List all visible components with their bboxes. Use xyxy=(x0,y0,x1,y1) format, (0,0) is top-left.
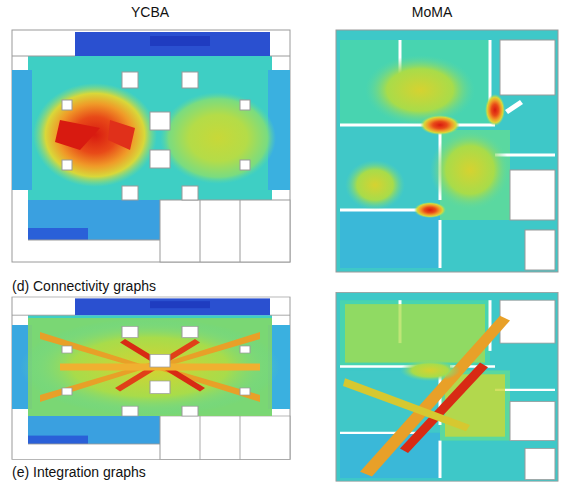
heatmap-shape xyxy=(55,120,100,150)
heatmap-shape xyxy=(336,292,558,481)
heatmap-shape xyxy=(12,297,290,459)
heatmap-shape xyxy=(430,130,510,210)
heatmap-shape xyxy=(336,30,558,272)
heatmap-shape xyxy=(505,100,523,114)
heatmap-shape xyxy=(414,202,446,218)
heatmap-shape xyxy=(345,160,405,210)
column-title: MoMA xyxy=(412,4,452,21)
heatmap-shape xyxy=(12,30,290,262)
heatmap-shape xyxy=(336,30,558,272)
heatmap-shape xyxy=(365,55,475,125)
heatmap-shape xyxy=(12,297,290,459)
heatmap-shape xyxy=(400,359,460,381)
row-caption: (e) Integration graphs xyxy=(12,464,146,481)
heatmap-shape xyxy=(336,292,558,481)
heatmap-shape xyxy=(12,30,290,262)
heatmap-shape xyxy=(343,378,470,431)
row-caption: (d) Connectivity graphs xyxy=(12,278,156,295)
heatmap-shape xyxy=(485,94,505,126)
heatmap-shape xyxy=(420,115,460,135)
column-title: YCBA xyxy=(131,4,169,21)
heatmap-shape xyxy=(62,72,250,200)
heatmap-shape xyxy=(108,120,135,150)
heatmap-shape xyxy=(345,304,485,363)
heatmap-shape xyxy=(62,326,250,416)
heatmap-shape xyxy=(20,318,280,416)
heatmap-shape xyxy=(33,83,157,187)
heatmap-shape xyxy=(160,92,276,184)
